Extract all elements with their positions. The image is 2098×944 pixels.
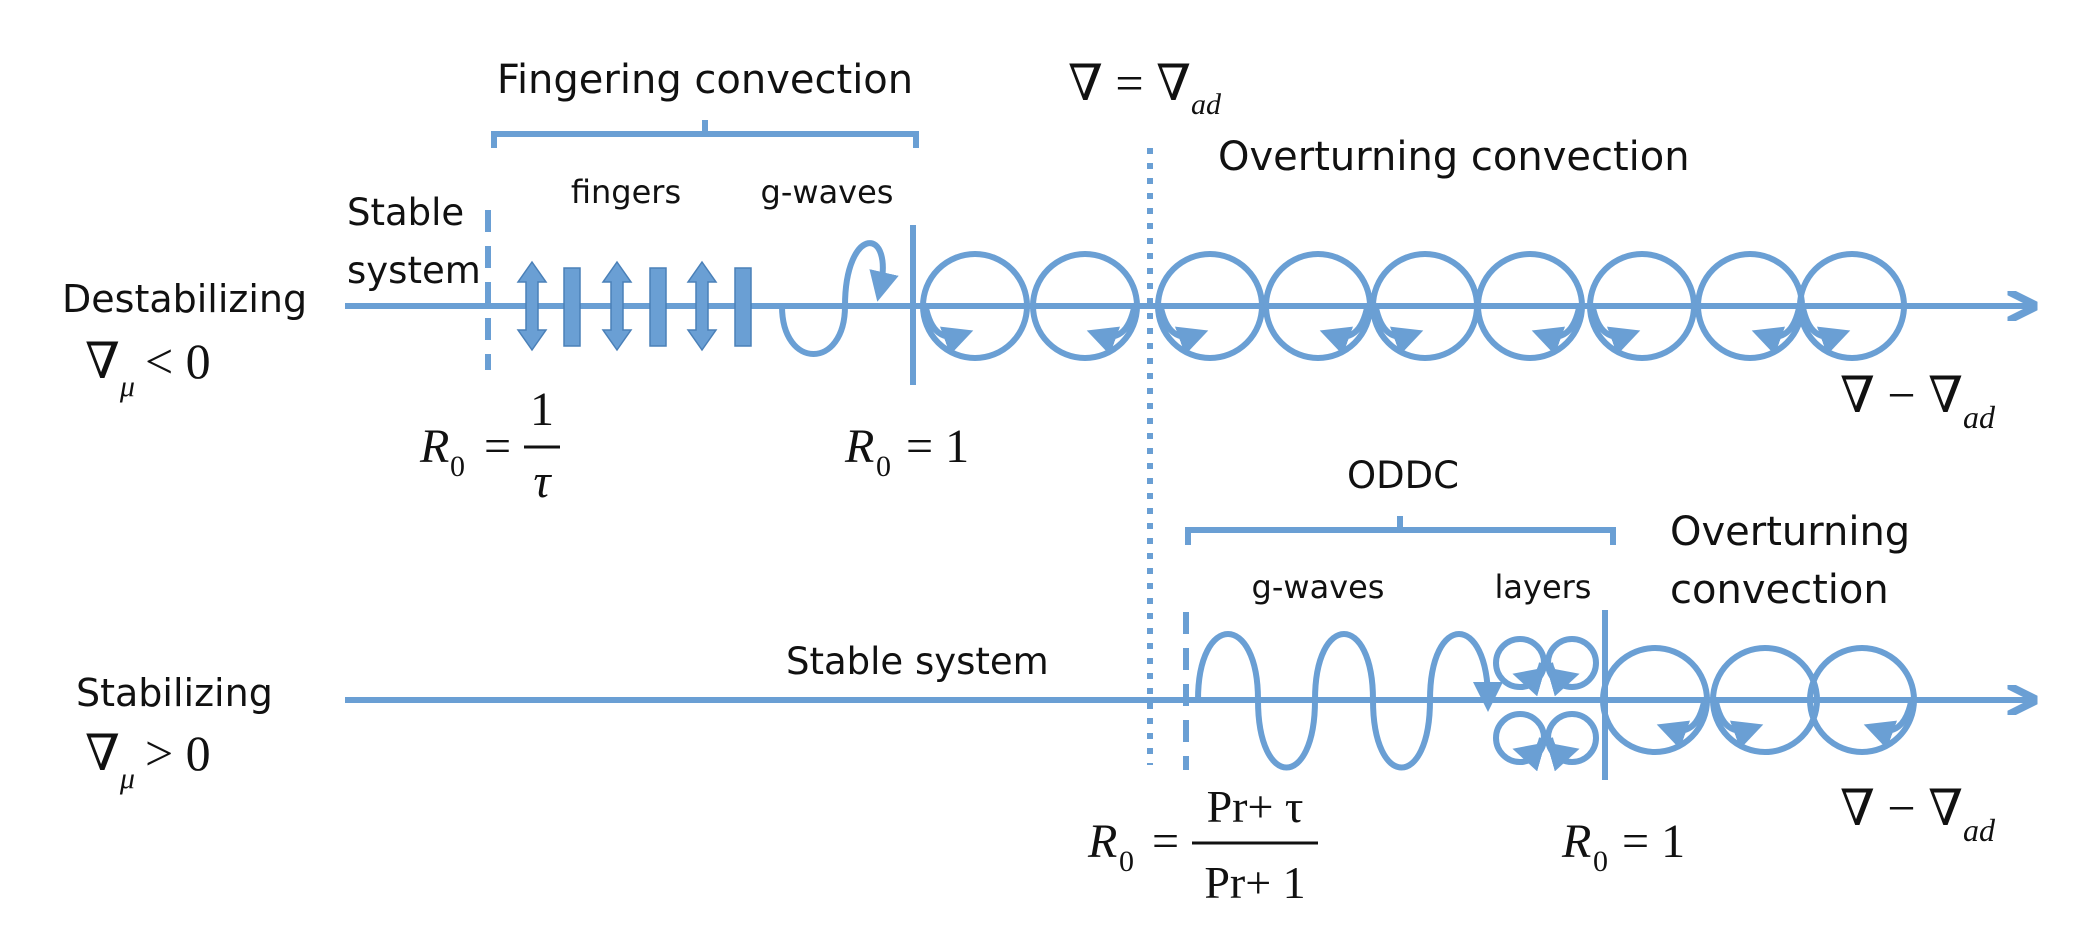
top-condition: ∇μ< 0: [85, 333, 211, 403]
bottom-eddies-group: [1600, 645, 1917, 755]
bottom-eddy-arrow: [1656, 699, 1708, 749]
oddc-bracket: [1185, 516, 1616, 545]
top-eddy-circle: [1797, 251, 1907, 361]
bottom-eddy-circle: [1807, 645, 1917, 755]
layers-group: [1493, 636, 1599, 772]
top-stable-label-line1: Stable: [347, 191, 464, 234]
top-eddy-arrow: [1372, 305, 1424, 355]
fingering-bracket: [491, 120, 919, 148]
finger-arrow: [516, 260, 548, 352]
bottom-threshold-right: R 0 = 1: [1561, 815, 1685, 878]
svg-text:R: R: [844, 420, 874, 473]
svg-text:0: 0: [1593, 845, 1608, 878]
svg-text:R: R: [419, 420, 449, 473]
finger-bar: [563, 267, 581, 347]
oddc-title: ODDC: [1347, 454, 1459, 497]
adiabatic-label: ∇ = ∇ad: [1068, 55, 1222, 121]
top-eddy-arrow: [1531, 305, 1583, 355]
svg-text:= 1: = 1: [906, 420, 969, 473]
top-row: Fingering convection fingers g-waves Sta…: [62, 57, 2030, 508]
adiabatic-boundary: ∇ = ∇ad: [1068, 55, 1222, 765]
fingers-group: [516, 260, 752, 352]
bottom-eddy-arrow: [1863, 699, 1915, 749]
top-stable-label-line2: system: [347, 249, 481, 292]
top-eddy-circle: [1587, 251, 1697, 361]
finger-bar: [734, 267, 752, 347]
top-eddy-circle: [1475, 251, 1585, 361]
top-axis-label: ∇ − ∇ad: [1840, 367, 1996, 435]
fingering-convection-title: Fingering convection: [497, 57, 913, 103]
top-gwave-curve: [779, 240, 899, 357]
svg-text:=: =: [1152, 815, 1179, 868]
bottom-threshold-left: R 0 = Pr+ τ Pr+ 1: [1087, 781, 1318, 908]
layer-eddy-circle: [1493, 711, 1547, 765]
top-eddy-circle: [920, 251, 1030, 361]
finger-arrow: [686, 260, 718, 352]
bottom-eddy-circle: [1710, 645, 1820, 755]
bottom-overturning-line1: Overturning: [1670, 509, 1910, 555]
svg-text:R: R: [1561, 815, 1591, 868]
top-eddy-arrow: [1589, 305, 1641, 355]
top-eddy-arrow: [1086, 305, 1138, 355]
bottom-row: ODDC g-waves layers Overturning convecti…: [76, 454, 2030, 908]
finger-bar: [649, 267, 667, 347]
bottom-axis-label: ∇ − ∇ad: [1840, 780, 1996, 848]
svg-text:Pr+ τ: Pr+ τ: [1207, 781, 1304, 832]
top-threshold-left: R 0 = 1 τ: [419, 383, 560, 508]
top-eddy-circle: [1030, 251, 1140, 361]
stabilizing-label: Stabilizing: [76, 671, 273, 715]
top-eddy-arrow: [922, 305, 974, 355]
bottom-overturning-line2: convection: [1670, 567, 1889, 613]
bottom-condition: ∇μ> 0: [85, 725, 211, 795]
destabilizing-label: Destabilizing: [62, 277, 307, 321]
layer-eddy-arrow: [1512, 737, 1546, 772]
top-threshold-right: R 0 = 1: [844, 420, 969, 483]
layers-label: layers: [1495, 568, 1592, 606]
layer-eddy-arrow: [1546, 662, 1580, 697]
layer-eddy-arrow: [1546, 737, 1580, 772]
svg-text:1: 1: [530, 383, 554, 436]
layer-eddy-circle: [1545, 711, 1599, 765]
svg-text:R: R: [1087, 815, 1117, 868]
overturning-convection-label: Overturning convection: [1218, 134, 1690, 180]
svg-text:0: 0: [450, 450, 465, 483]
top-eddy-arrow: [1157, 305, 1209, 355]
top-eddies-group: [920, 251, 1907, 361]
svg-text:0: 0: [876, 450, 891, 483]
fingers-label: fingers: [571, 173, 681, 211]
bottom-stable-system-label: Stable system: [786, 640, 1049, 683]
bottom-eddy-arrow: [1712, 699, 1764, 749]
svg-text:=: =: [484, 420, 511, 473]
bottom-gwave-curve: [1195, 631, 1503, 771]
finger-arrow: [601, 260, 633, 352]
bottom-gwaves-label: g-waves: [1252, 568, 1385, 606]
svg-text:Pr+ 1: Pr+ 1: [1204, 857, 1305, 908]
layer-eddy-arrow: [1512, 662, 1546, 697]
top-eddy-circle: [1155, 251, 1265, 361]
svg-text:τ: τ: [533, 455, 552, 508]
layer-eddy-circle: [1493, 636, 1547, 690]
svg-text:= 1: = 1: [1622, 815, 1685, 868]
layer-eddy-circle: [1545, 636, 1599, 690]
bottom-eddy-circle: [1600, 645, 1710, 755]
svg-text:0: 0: [1119, 845, 1134, 878]
top-eddy-arrow: [1319, 305, 1371, 355]
top-eddy-arrow: [1799, 305, 1851, 355]
top-gwaves-label: g-waves: [761, 173, 894, 211]
